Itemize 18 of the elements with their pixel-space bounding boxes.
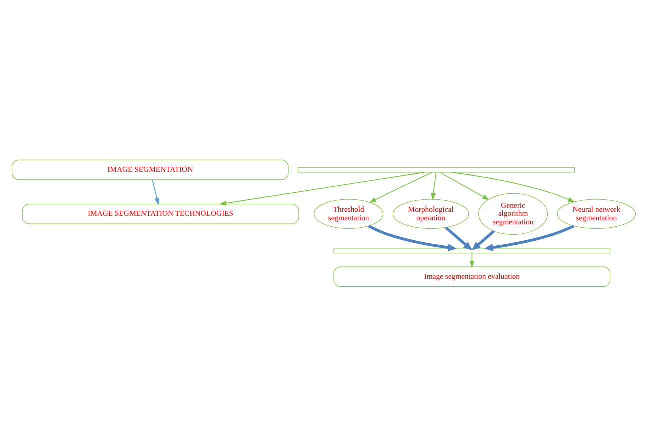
arrow — [445, 226, 472, 250]
node-ellipse: Neural network segmentation — [557, 198, 636, 229]
node-ellipse: Threshold segmentation — [314, 198, 384, 229]
arrow — [368, 224, 457, 251]
arrow — [452, 172, 576, 202]
node-box: IMAGE SEGMENTATION — [12, 159, 289, 180]
arrow — [484, 224, 575, 251]
arrow — [152, 179, 160, 205]
node-box: Image segmentation evaluation — [334, 266, 611, 287]
arrow — [472, 230, 496, 250]
node-box: IMAGE SEGMENTATION TECHNOLOGIES — [22, 204, 300, 224]
node-bar — [334, 248, 611, 254]
arrow — [431, 172, 437, 200]
arrow — [369, 172, 433, 203]
node-bar — [298, 166, 575, 172]
arrow — [440, 172, 490, 200]
node-ellipse: Morphological operation — [392, 198, 470, 229]
arrow — [219, 172, 425, 206]
